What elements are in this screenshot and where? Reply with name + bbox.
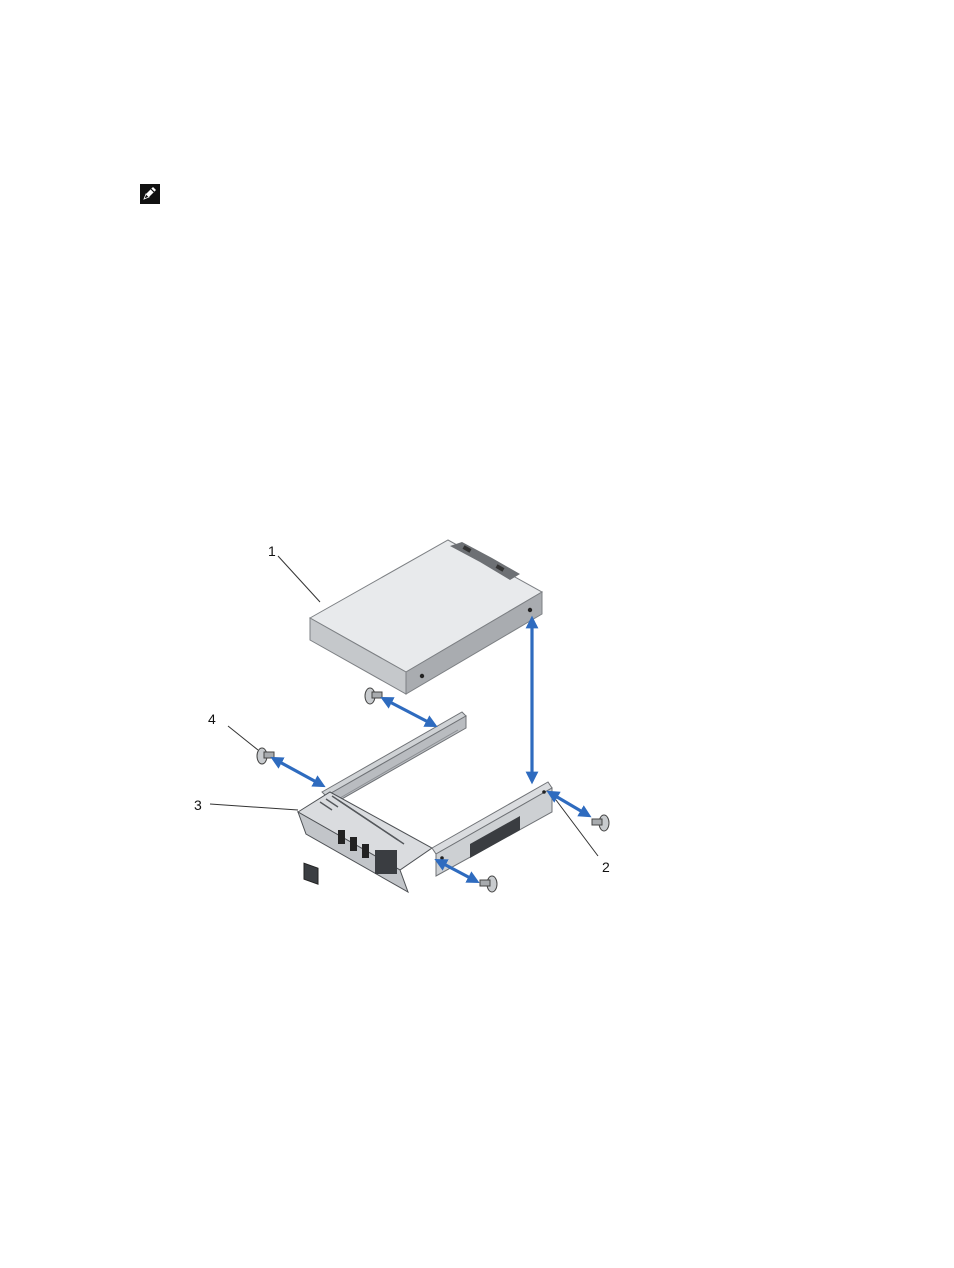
leader-4 — [228, 726, 258, 750]
hard-drive — [310, 540, 542, 694]
arrow-screw-top — [386, 700, 432, 724]
arrow-screw-right — [552, 794, 586, 814]
drive-carrier-illustration: 1 2 3 4 — [180, 530, 640, 910]
drive-carrier — [298, 712, 552, 892]
arrow-screw-left — [276, 760, 320, 784]
screw-right — [592, 815, 609, 831]
callout-1: 1 — [268, 543, 276, 559]
screw-left — [257, 748, 274, 764]
screws — [257, 688, 609, 892]
leader-3 — [210, 804, 298, 810]
screw-top — [365, 688, 382, 704]
callout-3: 3 — [194, 797, 202, 813]
note-pencil-icon — [140, 184, 160, 204]
screw-bottom — [480, 876, 497, 892]
callout-4: 4 — [208, 711, 216, 727]
callout-2: 2 — [602, 859, 610, 875]
leader-1 — [278, 556, 320, 602]
